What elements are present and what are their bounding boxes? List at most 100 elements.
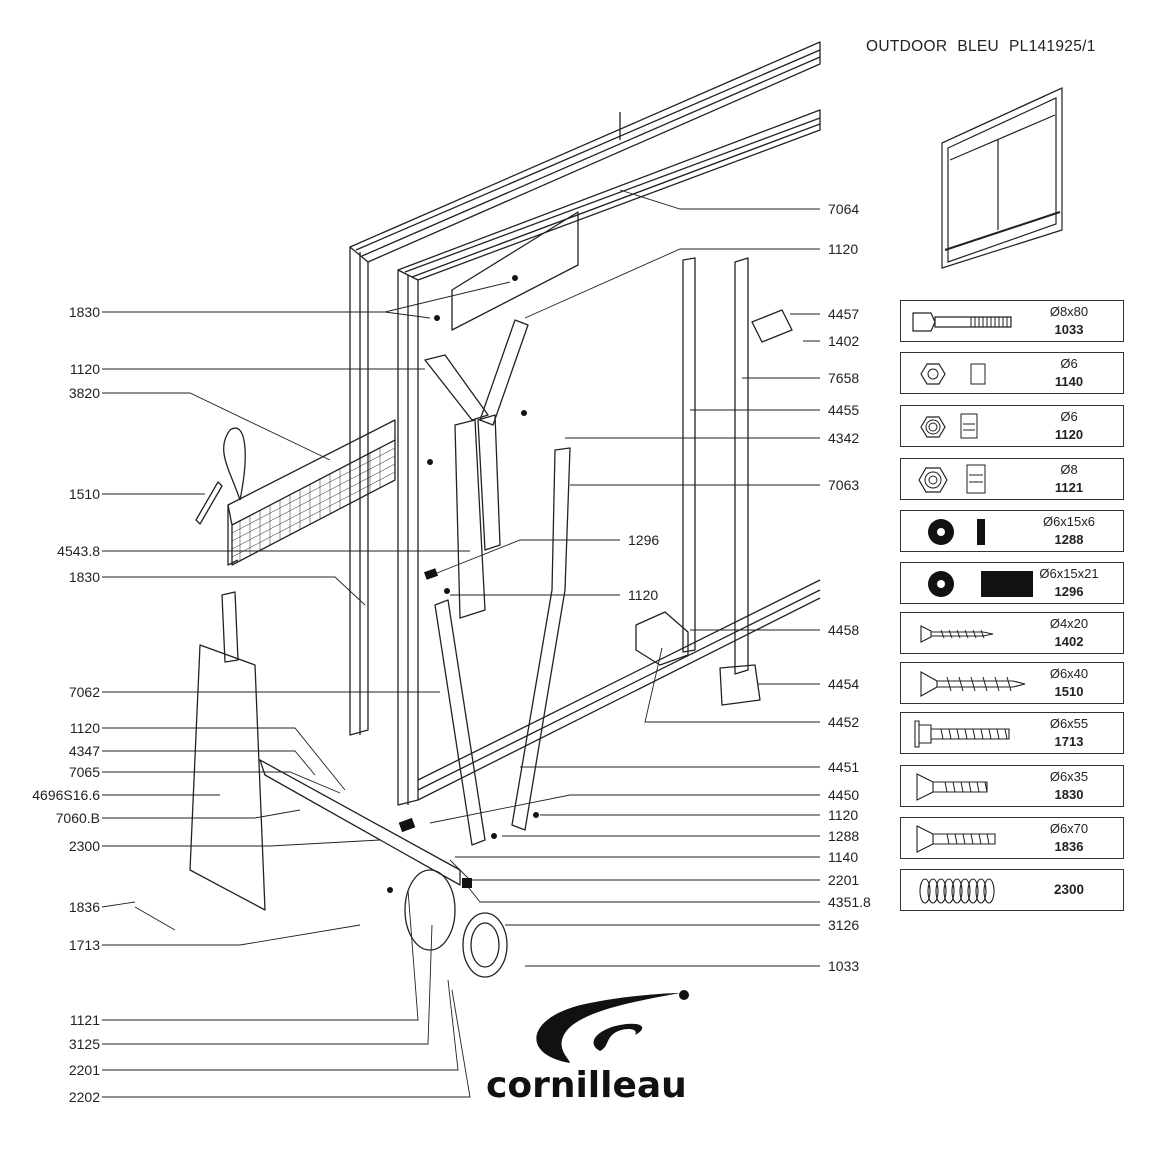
foot-cap-4454 bbox=[719, 664, 761, 706]
cornilleau-logo-mark: cornilleau bbox=[486, 990, 689, 1106]
callout-label: 4454 bbox=[828, 676, 859, 692]
callout-label: 1713 bbox=[69, 937, 100, 953]
callout-label: 1830 bbox=[69, 304, 100, 320]
label-plate bbox=[451, 211, 579, 331]
net-cord bbox=[223, 427, 246, 501]
title-word: BLEU bbox=[957, 38, 1000, 55]
legend-row-1296: Ø6x15x21 1296 bbox=[900, 562, 1124, 604]
callout-label: 2300 bbox=[69, 838, 100, 854]
callout-label: 4458 bbox=[828, 622, 859, 638]
net-clamp-screw bbox=[195, 481, 223, 525]
upper-arm-right bbox=[479, 319, 529, 426]
legend-ref: 1120 bbox=[1054, 427, 1084, 442]
central-plate bbox=[454, 419, 486, 619]
callout-label: 1836 bbox=[69, 899, 100, 915]
legend-row-1713: Ø6x55 1713 bbox=[900, 712, 1124, 754]
logo-wordmark: cornilleau bbox=[486, 1065, 687, 1105]
callout-label: 2201 bbox=[828, 872, 859, 888]
legend-ref: 1510 bbox=[1054, 684, 1084, 699]
callout-label: 2201 bbox=[69, 1062, 100, 1078]
legend-ref: 1836 bbox=[1054, 839, 1084, 854]
legend-ref: 1296 bbox=[1054, 584, 1084, 599]
legend-row-1510: Ø6x40 1510 bbox=[900, 662, 1124, 704]
net-post bbox=[227, 505, 239, 566]
legend-row-1121: Ø8 1121 bbox=[900, 458, 1124, 500]
legend-dimension: Ø6 bbox=[1060, 409, 1078, 424]
callout-label: 4455 bbox=[828, 402, 859, 418]
hardware-marks bbox=[387, 275, 539, 893]
callout-label: 3820 bbox=[69, 385, 100, 401]
spacer-icon bbox=[928, 571, 1033, 597]
callout-label: 1120 bbox=[70, 361, 100, 377]
hex-nut-icon bbox=[920, 363, 986, 385]
legend-row-1033: Ø8x80 1033 bbox=[900, 300, 1124, 342]
net-body bbox=[231, 440, 396, 566]
legend-dimension: Ø6x15x21 bbox=[1039, 566, 1099, 581]
strut-7063 bbox=[511, 447, 571, 831]
legend-row-1120: Ø6 1120 bbox=[900, 405, 1124, 447]
callout-label: 1140 bbox=[828, 849, 858, 865]
legend-dimension: Ø6x40 bbox=[1049, 666, 1089, 681]
leader-lines bbox=[101, 189, 820, 1098]
legend-dimension: Ø8x80 bbox=[1049, 304, 1089, 319]
callout-label: 1120 bbox=[828, 807, 858, 823]
callout-label: 4347 bbox=[69, 743, 100, 759]
callout-label: 1120 bbox=[828, 241, 858, 257]
legend-ref: 1713 bbox=[1054, 734, 1084, 749]
countersunk-screw-icon bbox=[916, 825, 996, 853]
net-mesh bbox=[231, 447, 396, 560]
wheel-3126 bbox=[462, 912, 508, 978]
callout-label: 1296 bbox=[628, 532, 659, 548]
leg-panel-4696 bbox=[189, 644, 266, 911]
callout-label: 1830 bbox=[69, 569, 100, 585]
legend-row-1288: Ø6x15x6 1288 bbox=[900, 510, 1124, 552]
callout-label: 7658 bbox=[828, 370, 859, 386]
wood-screw-icon bbox=[920, 671, 1026, 697]
callout-labels: 1830 1120 3820 1510 4543.8 1830 7062 112… bbox=[32, 201, 871, 1105]
table-half-edge bbox=[397, 109, 821, 281]
callout-label: 1510 bbox=[69, 486, 100, 502]
legend-ref: 1033 bbox=[1054, 322, 1084, 337]
callout-label: 1120 bbox=[628, 587, 658, 603]
callout-label: 1402 bbox=[828, 333, 859, 349]
legend-dimension: Ø6x70 bbox=[1049, 821, 1089, 836]
legend-dimension: Ø6x35 bbox=[1049, 769, 1089, 784]
callout-label: 7065 bbox=[69, 764, 100, 780]
stopper-4457 bbox=[751, 309, 793, 343]
spring-icon bbox=[919, 878, 995, 904]
upper-arm-left bbox=[424, 354, 489, 421]
callout-label: 1120 bbox=[70, 720, 100, 736]
callout-label: 7062 bbox=[69, 684, 100, 700]
legend-ref: 1288 bbox=[1054, 532, 1084, 547]
callout-label: 3125 bbox=[69, 1036, 100, 1052]
callout-label: 7064 bbox=[828, 201, 859, 217]
wheel-cover-3125 bbox=[404, 869, 456, 951]
legend-ref: 1830 bbox=[1054, 787, 1084, 802]
callout-label: 4342 bbox=[828, 430, 859, 446]
wood-screw-icon bbox=[920, 625, 994, 643]
legend-dimension: Ø6x55 bbox=[1049, 716, 1089, 731]
callout-label: 1033 bbox=[828, 958, 859, 974]
wheel-3126-hub bbox=[470, 922, 500, 968]
hinge-block-4452 bbox=[635, 611, 689, 666]
callout-label: 3126 bbox=[828, 917, 859, 933]
hex-bolt-icon bbox=[912, 312, 1012, 332]
title-word: OUTDOOR bbox=[866, 38, 948, 55]
legend-dimension: Ø4x20 bbox=[1049, 616, 1089, 631]
strut-7062 bbox=[434, 599, 486, 846]
legend-ref: 1121 bbox=[1054, 480, 1084, 495]
upright-4455 bbox=[682, 257, 696, 653]
legend-row-1402: Ø4x20 1402 bbox=[900, 612, 1124, 654]
legend-ref: 2300 bbox=[1053, 882, 1085, 897]
legend-dimension: Ø8 bbox=[1060, 462, 1078, 477]
callout-label: 4543.8 bbox=[57, 543, 100, 559]
leg-tab bbox=[221, 591, 239, 663]
table-bottom-edge bbox=[417, 579, 821, 801]
legend-dimension: Ø6 bbox=[1060, 356, 1078, 371]
callout-label: 4450 bbox=[828, 787, 859, 803]
washer-icon bbox=[928, 519, 985, 545]
legend-row-1836: Ø6x70 1836 bbox=[900, 817, 1124, 859]
callout-label: 4451 bbox=[828, 759, 859, 775]
